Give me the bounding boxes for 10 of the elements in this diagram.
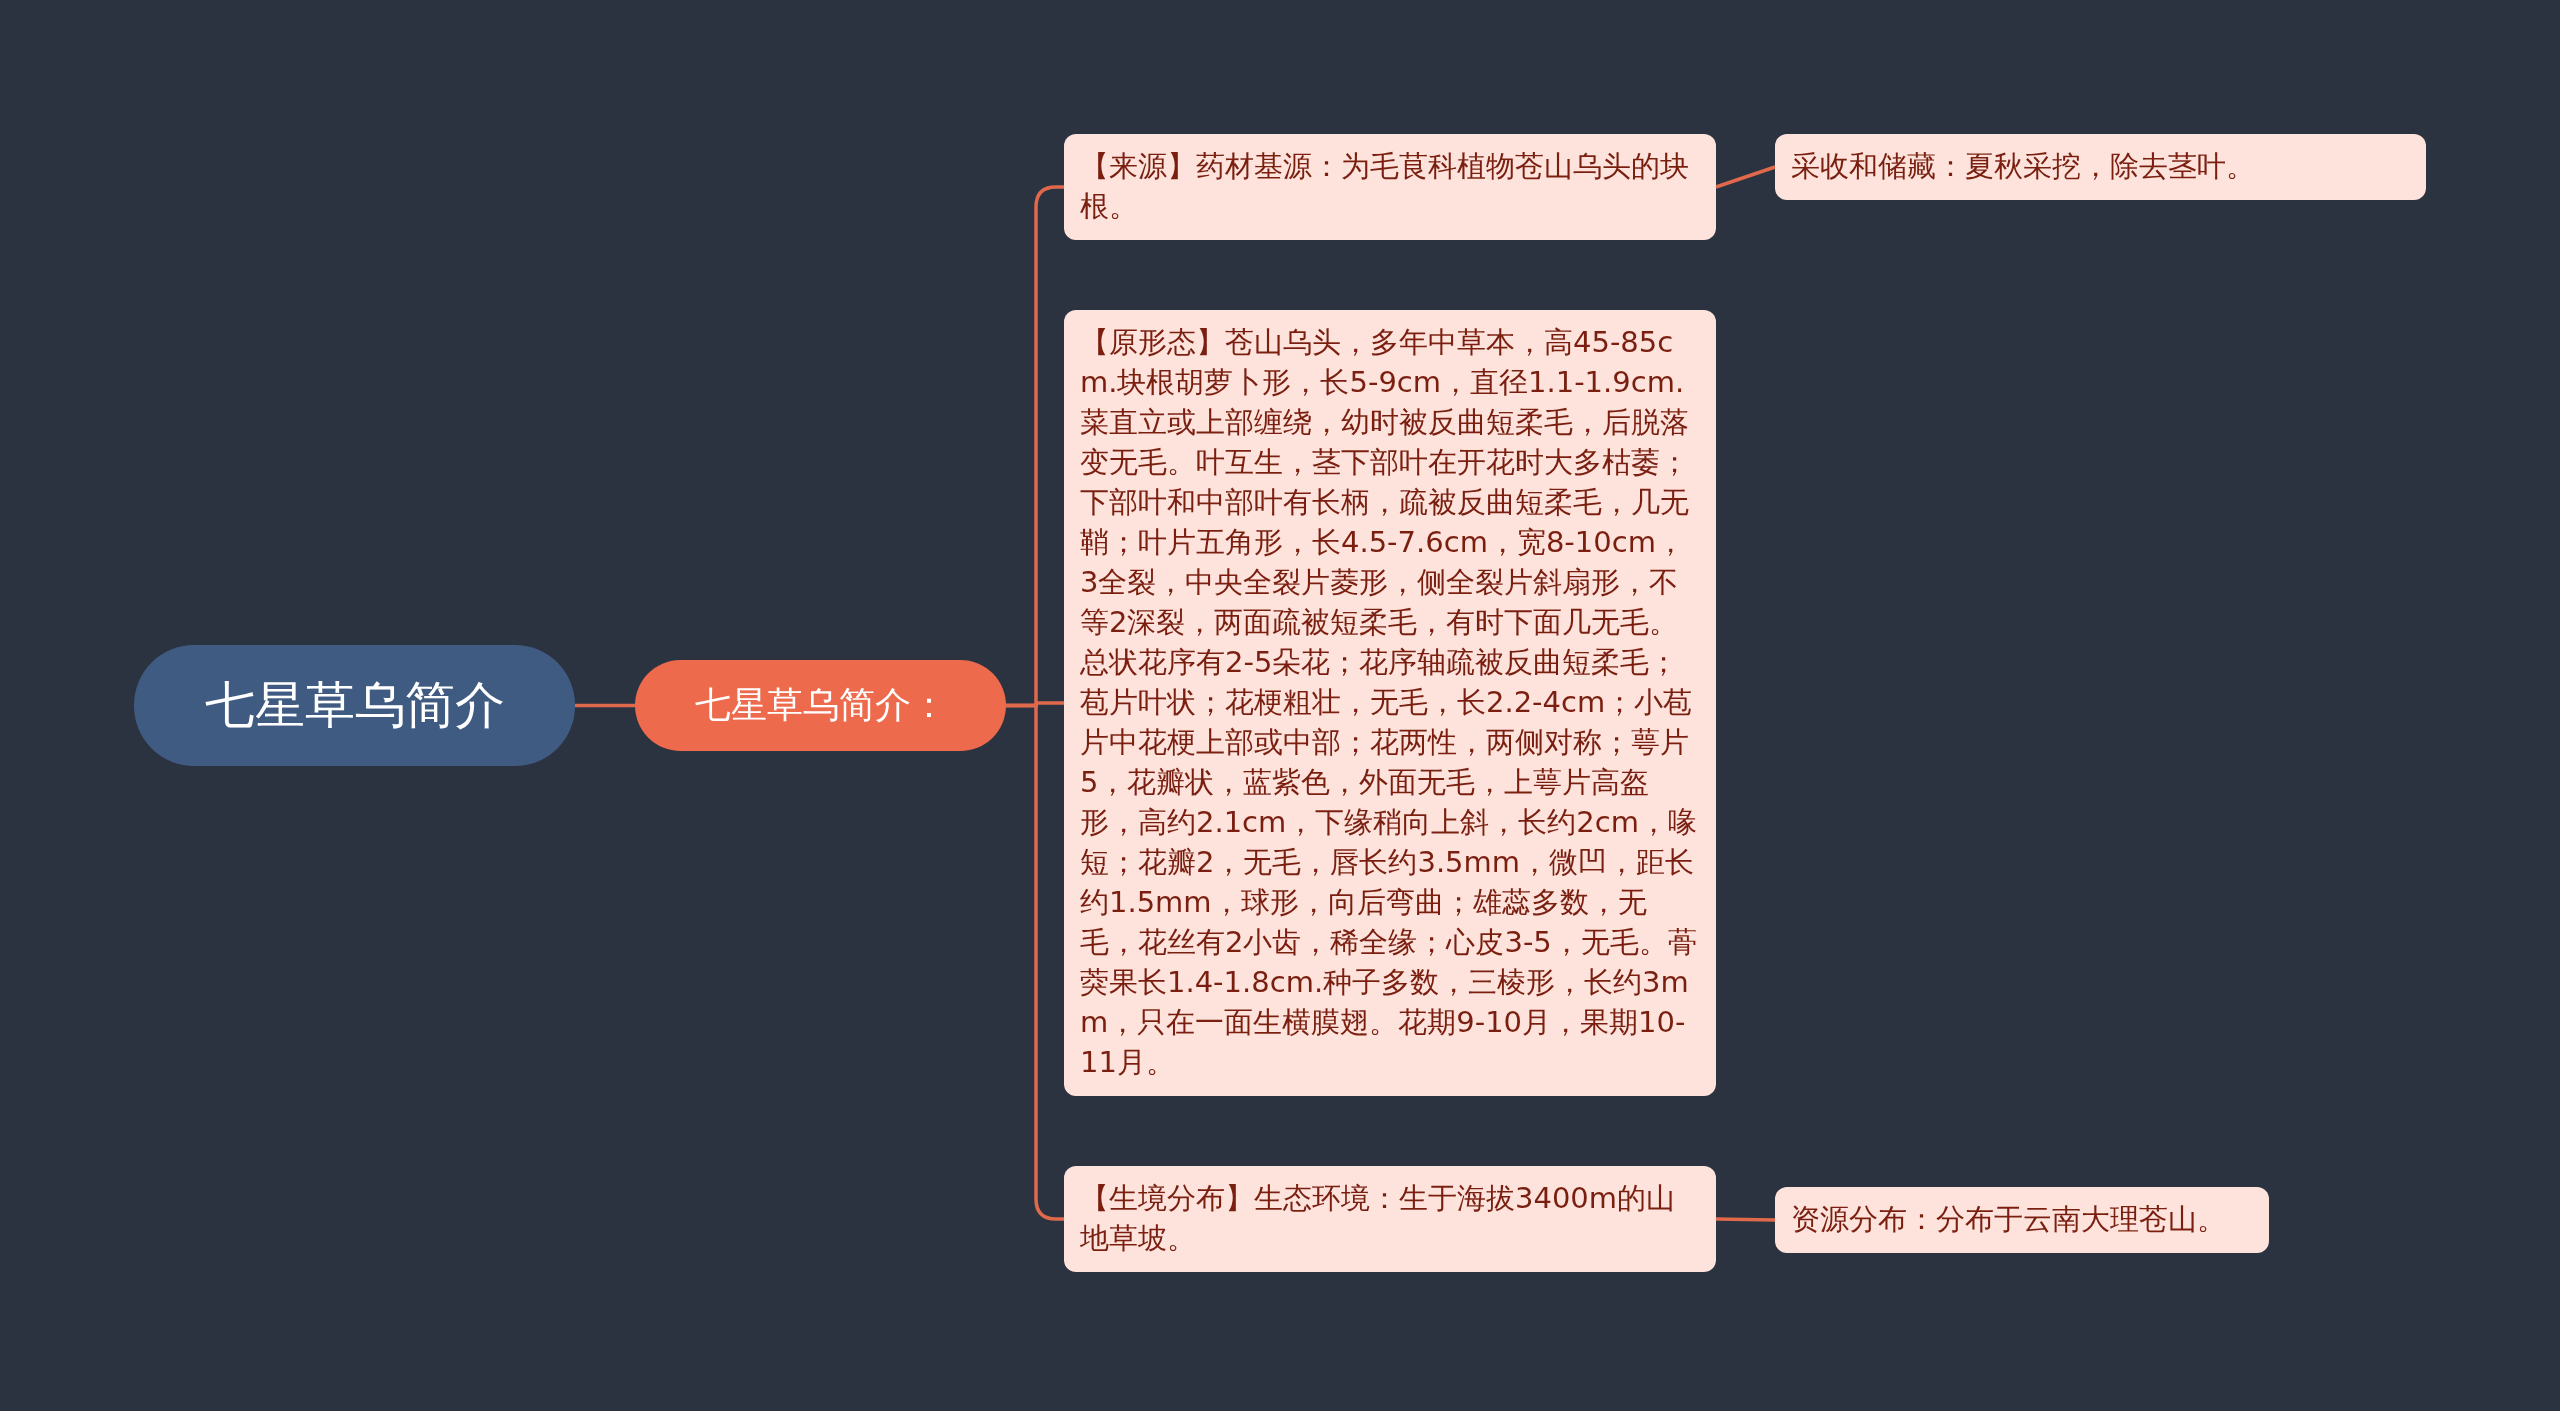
connector-line [575,703,635,708]
text-box: 采收和储藏：夏秋采挖，除去茎叶。 [1775,134,2426,200]
topic-pill: 七星草乌简介： [635,660,1006,751]
text-box: 【生境分布】生态环境：生于海拔3400m的山地草坡。 [1064,1166,1716,1272]
text-box: 【原形态】苍山乌头，多年中草本，高45-85cm.块根胡萝卜形，长5-9cm，直径1.1-1.9cm.菜直立或上部缠绕，幼时被反曲短柔毛，后脱落变无毛。叶互生，茎下部叶在开花时大多枯萎；下部叶和中部叶有长柄，疏被反曲短柔毛，几无鞘；叶片五角形，长4.5-7.6cm，宽8-10cm，3全裂，中央全裂片菱形，侧全裂片斜扇形，不等2深裂，两面疏被短柔毛，有时下面几无毛。总状花序有2-5朵花；花序轴疏被反曲短柔毛；苞片叶状；花梗粗壮，无毛，长2.2-4cm；小苞片中花梗上部或中部；花两性，两侧对称；萼片5，花瓣状，蓝紫色，外面无毛，上萼片高盔形，高约2.1cm，下缘稍向上斜，长约2cm，喙短；花瓣2，无毛，唇长约3.5mm，微凹，距长约1.5mm，球形，向后弯曲；雄蕊多数，无毛，花丝有2小齿，稀全缘；心皮3-5，无毛。蓇葖果长1.4-1.8cm.种子多数，三棱形，长约3mm，只在一面生横膜翅。花期9-10月，果期10-11月。 [1064,310,1716,1096]
text-box: 资源分布：分布于云南大理苍山。 [1775,1187,2269,1253]
text-box: 【来源】药材基源：为毛茛科植物苍山乌头的块根。 [1064,134,1716,240]
topic-pill: 七星草乌简介 [134,645,575,766]
connector-line [1715,1217,1776,1222]
connector-line [1715,165,1776,189]
